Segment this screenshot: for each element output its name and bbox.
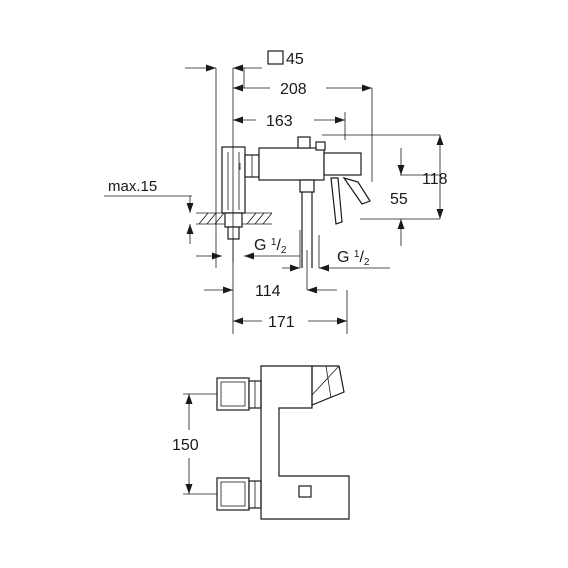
thread-left-prefix: G — [254, 237, 271, 254]
svg-text:G 1/2: G 1/2 — [254, 237, 287, 256]
square-symbol: 45 — [267, 50, 304, 68]
height-overall-label: 118 — [422, 171, 448, 188]
thread-right-prefix: G — [337, 249, 354, 266]
dim-163: 163 — [233, 113, 345, 130]
thread-left-num: 1 — [271, 237, 277, 248]
dim-max15: max.15 — [104, 178, 194, 244]
thread-right-num: 1 — [354, 249, 360, 260]
square-size-label: 45 — [286, 51, 304, 68]
dim-118: 118 — [422, 135, 448, 219]
inlet-spacing-label: 150 — [172, 437, 199, 454]
dim-150: 150 — [172, 393, 217, 495]
dim-55: 55 — [390, 148, 408, 246]
thread-left-den: 2 — [281, 245, 287, 256]
depth-171-label: 171 — [268, 314, 295, 331]
depth-114-label: 114 — [255, 283, 281, 300]
thread-right-den: 2 — [364, 257, 370, 268]
svg-text:G 1/2: G 1/2 — [337, 249, 370, 268]
width-to-spout-label: 163 — [266, 113, 293, 130]
thread-left: G 1/2 — [196, 237, 300, 260]
height-spout-label: 55 — [390, 191, 408, 208]
mixer-body — [258, 136, 371, 268]
dim-208: 208 — [233, 68, 372, 98]
side-view — [196, 68, 440, 334]
width-overall-label: 208 — [280, 81, 307, 98]
wall-thickness-label: max.15 — [108, 178, 157, 195]
front-view — [216, 365, 350, 520]
dim-171: 171 — [233, 314, 347, 331]
wall-connector — [221, 146, 246, 262]
dim-45-leaders — [185, 64, 262, 72]
connector-nut — [244, 154, 260, 178]
thread-right: G 1/2 — [282, 249, 390, 272]
dim-114: 114 — [204, 283, 337, 300]
